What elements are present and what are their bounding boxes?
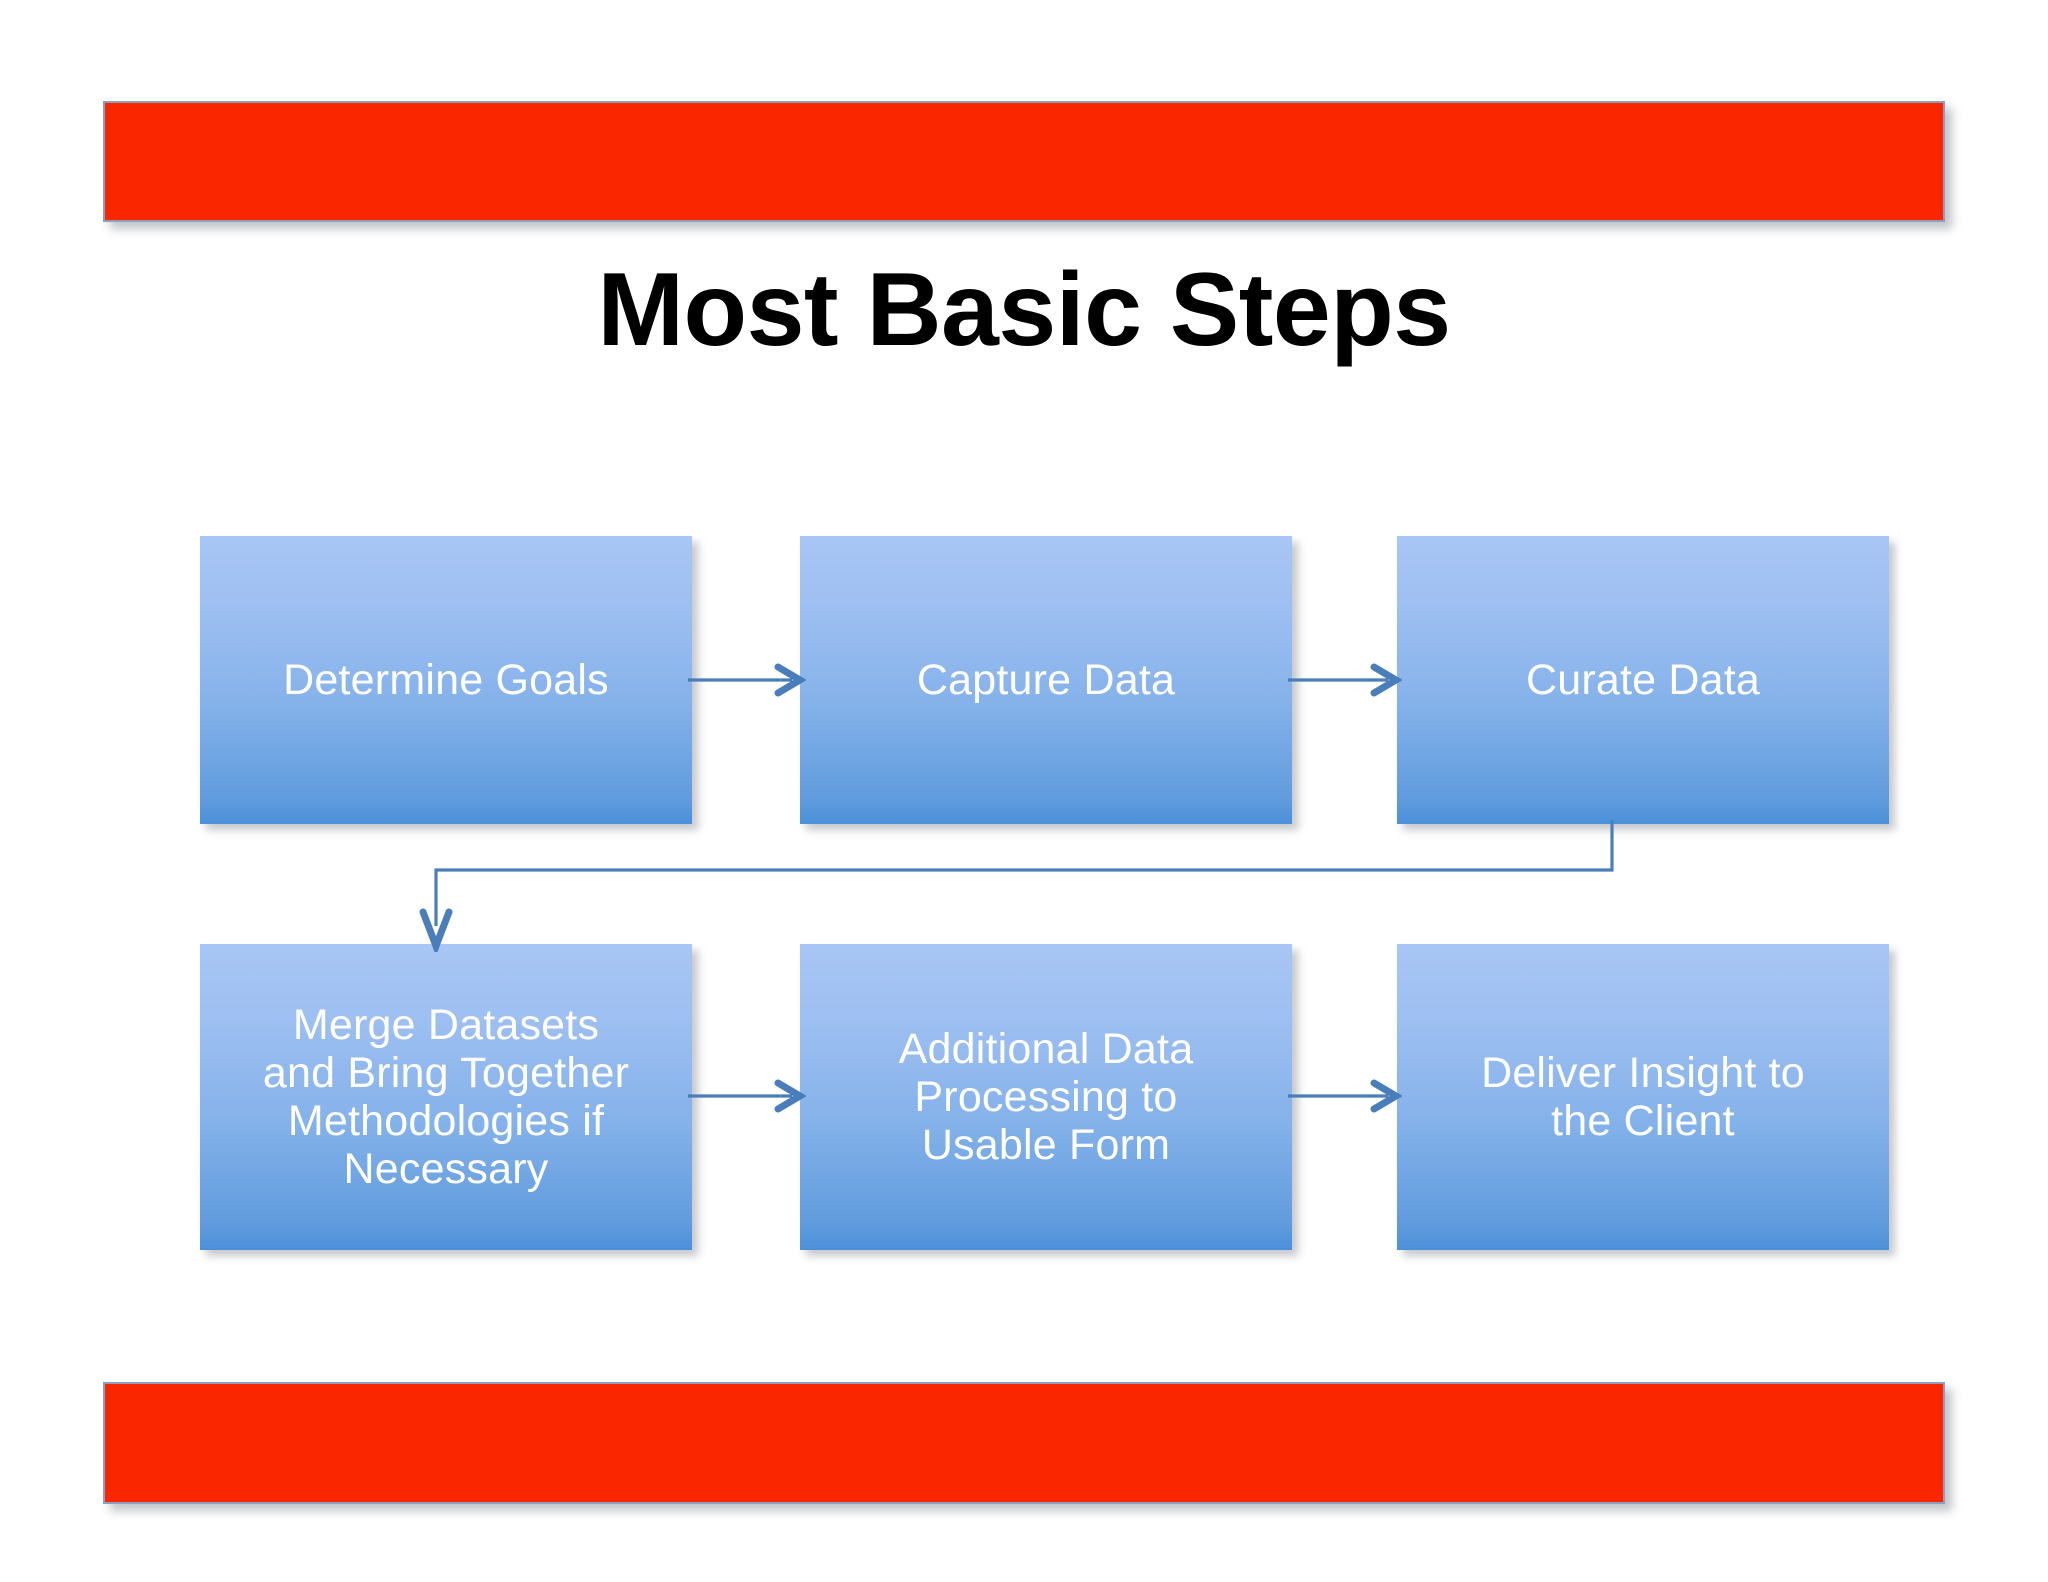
flow-node-label: Merge Datasets and Bring Together Method… xyxy=(262,1000,630,1194)
flow-node-curate-data[interactable]: Curate Data xyxy=(1397,536,1889,824)
flow-node-label: Deliver Insight to the Client xyxy=(1481,1048,1805,1145)
arrow-determine-goals-to-capture-data xyxy=(688,663,806,697)
flow-node-determine-goals[interactable]: Determine Goals xyxy=(200,536,692,824)
flow-node-additional-processing[interactable]: Additional Data Processing to Usable For… xyxy=(800,944,1292,1250)
flow-node-deliver-insight[interactable]: Deliver Insight to the Client xyxy=(1397,944,1889,1250)
flow-node-label: Capture Data xyxy=(916,655,1176,704)
flow-node-label: Additional Data Processing to Usable For… xyxy=(898,1024,1194,1170)
arrow-curate-data-to-merge-datasets xyxy=(419,820,1614,952)
arrow-capture-data-to-curate-data xyxy=(1288,663,1402,697)
bottom-red-banner xyxy=(103,1382,1945,1504)
flow-node-label: Determine Goals xyxy=(283,655,609,704)
page-title: Most Basic Steps xyxy=(597,252,1451,368)
top-red-banner xyxy=(103,101,1945,222)
arrow-additional-processing-to-deliver-insight xyxy=(1288,1079,1402,1113)
flow-node-label: Curate Data xyxy=(1525,655,1761,704)
flow-node-merge-datasets[interactable]: Merge Datasets and Bring Together Method… xyxy=(200,944,692,1250)
flow-node-capture-data[interactable]: Capture Data xyxy=(800,536,1292,824)
arrow-merge-datasets-to-additional-processing xyxy=(688,1079,806,1113)
